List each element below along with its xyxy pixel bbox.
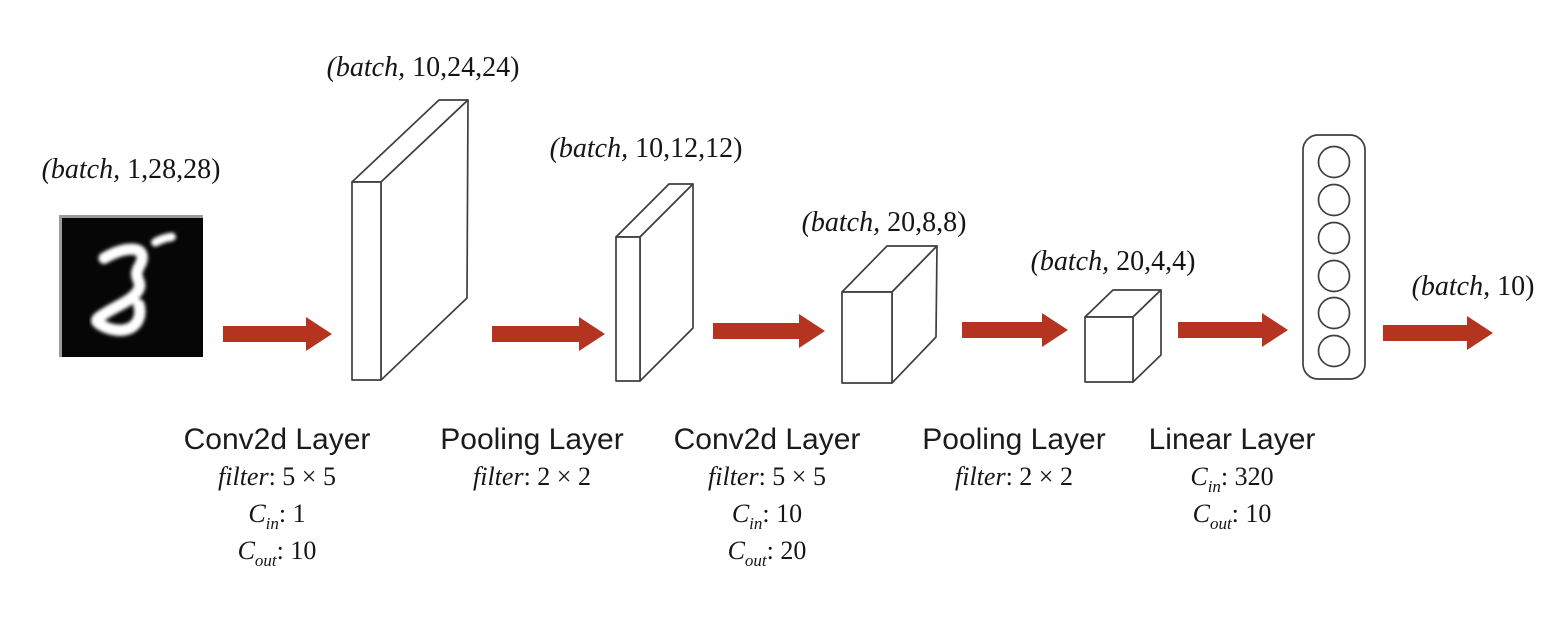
neuron-2 bbox=[1317, 183, 1351, 217]
arrow-pool2-to-linear bbox=[1178, 313, 1288, 347]
shape-label-batch: (batch, bbox=[1411, 271, 1498, 302]
filter-spec: filter: 2 × 2 bbox=[955, 462, 1073, 491]
c-out-spec: Cout: 10 bbox=[1192, 499, 1272, 533]
shape-label-dims: 20,8,8) bbox=[887, 207, 967, 238]
c-in-spec: Cin: 10 bbox=[731, 499, 803, 533]
layer-label-conv2: Conv2d Layer filter: 5 × 5 Cin: 10 Cout:… bbox=[674, 422, 861, 569]
conv2-output-tensor-box bbox=[841, 245, 938, 384]
c-in-spec: Cin: 1 bbox=[248, 499, 306, 533]
filter-spec: filter: 5 × 5 bbox=[218, 462, 336, 491]
arrow-linear-to-output bbox=[1383, 316, 1493, 350]
pool1-output-tensor-box bbox=[615, 183, 694, 382]
layer-title: Pooling Layer bbox=[922, 423, 1106, 456]
conv1-output-tensor-box bbox=[351, 99, 469, 381]
arrow-conv1-to-pool1 bbox=[492, 317, 605, 351]
conv2-output-shape-label: (batch, 20,8,8) bbox=[802, 208, 967, 238]
pool2-output-tensor-box bbox=[1084, 289, 1162, 383]
shape-label-dims: 1,28,28) bbox=[127, 154, 221, 185]
mnist-input-image bbox=[59, 215, 203, 357]
layer-label-conv1: Conv2d Layer filter: 5 × 5 Cin: 1 Cout: … bbox=[184, 422, 371, 569]
c-out-spec: Cout: 10 bbox=[237, 536, 317, 570]
shape-label-dims: 20,4,4) bbox=[1116, 246, 1196, 277]
handwritten-digit-5 bbox=[91, 232, 176, 336]
input-shape-label: (batch, 1,28,28) bbox=[42, 155, 221, 185]
filter-spec: filter: 2 × 2 bbox=[473, 462, 591, 491]
arrow-pool1-to-conv2 bbox=[713, 314, 825, 348]
arrow-input-to-conv1 bbox=[223, 317, 332, 351]
linear-layer-neuron-column bbox=[1302, 134, 1366, 380]
layer-title: Conv2d Layer bbox=[673, 423, 861, 456]
neuron-5 bbox=[1317, 296, 1351, 330]
c-out-spec: Cout: 20 bbox=[727, 536, 807, 570]
shape-label-dims: 10,24,24) bbox=[412, 52, 520, 83]
neuron-6 bbox=[1317, 334, 1351, 368]
neuron-3 bbox=[1317, 221, 1351, 255]
shape-label-batch: (batch, bbox=[549, 133, 636, 164]
shape-label-dims: 10,12,12) bbox=[635, 133, 743, 164]
layer-title: Pooling Layer bbox=[440, 423, 624, 456]
shape-label-batch: (batch, bbox=[326, 52, 413, 83]
arrow-conv2-to-pool2 bbox=[962, 313, 1068, 347]
c-in-spec: Cin: 320 bbox=[1190, 462, 1274, 496]
shape-label-batch: (batch, bbox=[801, 207, 888, 238]
output-shape-label: (batch, 10) bbox=[1412, 272, 1535, 302]
filter-spec: filter: 5 × 5 bbox=[708, 462, 826, 491]
neuron-4 bbox=[1317, 259, 1351, 293]
layer-label-pool2: Pooling Layer filter: 2 × 2 bbox=[922, 422, 1105, 495]
pool1-output-shape-label: (batch, 10,12,12) bbox=[550, 134, 743, 164]
conv1-output-shape-label: (batch, 10,24,24) bbox=[327, 53, 520, 83]
layer-title: Linear Layer bbox=[1148, 423, 1316, 456]
layer-title: Conv2d Layer bbox=[183, 423, 371, 456]
shape-label-batch: (batch, bbox=[1030, 246, 1117, 277]
shape-label-batch: (batch, bbox=[41, 154, 128, 185]
pool2-output-shape-label: (batch, 20,4,4) bbox=[1031, 247, 1196, 277]
neuron-1 bbox=[1317, 145, 1351, 179]
shape-label-dims: 10) bbox=[1497, 271, 1535, 302]
layer-label-pool1: Pooling Layer filter: 2 × 2 bbox=[440, 422, 623, 495]
layer-label-linear: Linear Layer Cin: 320 Cout: 10 bbox=[1149, 422, 1316, 532]
